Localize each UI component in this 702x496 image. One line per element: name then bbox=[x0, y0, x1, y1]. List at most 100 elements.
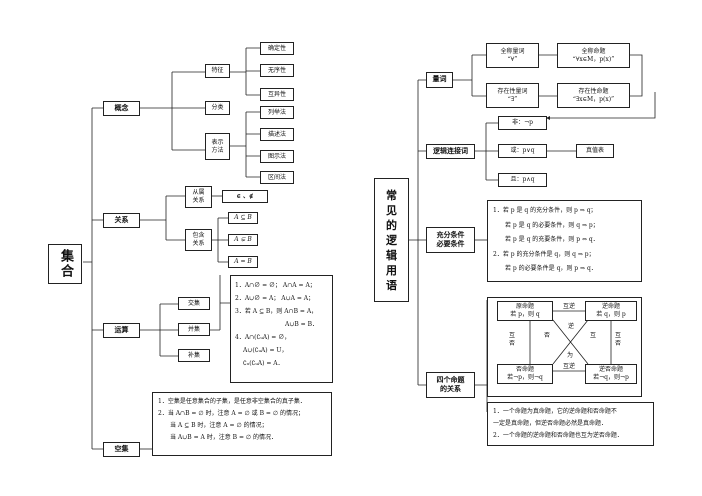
root-set: 集合 bbox=[48, 244, 82, 284]
four-props-label: 四个命题的关系 bbox=[436, 375, 465, 393]
label-contra-4: 为 bbox=[566, 352, 573, 359]
universal-quantifier-symbol: “∀” bbox=[507, 55, 518, 63]
converse-proposition: 逆命题 若 q，则 p bbox=[585, 301, 637, 321]
quantifier-label: 量词 bbox=[432, 75, 447, 84]
converse-name: 逆命题 bbox=[601, 303, 620, 311]
op-union-label: 并集 bbox=[187, 325, 200, 333]
belong-symbols: ∈ 、∉ bbox=[222, 190, 268, 203]
features-node: 特征 bbox=[205, 64, 230, 78]
operation-label: 运算 bbox=[114, 325, 129, 334]
feature-determinacy-label: 确定性 bbox=[267, 44, 286, 52]
label-mutual-inverse-bottom: 互逆 bbox=[562, 363, 575, 370]
condition-note-5: 若 p 的必要条件是 q，则 p ⇒ q． bbox=[505, 265, 597, 272]
connective-not-label: 非：¬p bbox=[512, 119, 533, 127]
operation-node: 运算 bbox=[103, 323, 140, 338]
rule-4: 4．A∩(∁ᵤA) = ∅， bbox=[235, 334, 291, 341]
root-logic-char-6: 用 bbox=[386, 263, 397, 277]
op-union: 并集 bbox=[178, 323, 210, 336]
root-logic: 常 见 的 逻 辑 用 语 bbox=[374, 178, 409, 302]
empty-node: 空集 bbox=[103, 442, 140, 457]
original-form: 若 p，则 q bbox=[510, 311, 540, 318]
inverse-form: 若¬p，则¬q bbox=[507, 374, 543, 381]
universal-proposition-name: 全称命题 bbox=[581, 47, 606, 55]
empty-label: 空集 bbox=[114, 444, 129, 453]
contrapositive-proposition: 逆否命题 若¬q，则¬p bbox=[585, 364, 637, 384]
belong-node: 从属关系 bbox=[185, 186, 212, 208]
root-logic-char-4: 逻 bbox=[386, 233, 397, 247]
represent-diagram-label: 图示法 bbox=[267, 152, 286, 160]
four-props-frame bbox=[487, 297, 642, 397]
quantifier-node: 量词 bbox=[426, 72, 453, 88]
root-set-label: 集合 bbox=[58, 249, 73, 279]
inverse-name: 否命题 bbox=[515, 366, 534, 374]
four-props-notes: 1．一个命题为真命题，它的逆命题和否命题不 一定是真命题，但逆否命题必然是真命题… bbox=[487, 402, 654, 446]
represent-node: 表示方法 bbox=[205, 133, 230, 160]
label-contra-3: 互 bbox=[589, 332, 596, 339]
inverse-proposition: 否命题 若¬p，则¬q bbox=[497, 364, 553, 384]
rule-2: 2．A∪∅ = A； A∪A = A； bbox=[235, 295, 315, 302]
equal-box: A = B bbox=[228, 256, 258, 268]
represent-interval-label: 区间法 bbox=[267, 173, 286, 181]
existential-proposition: 存在性命题 “∃x∈M，p(x)” bbox=[557, 83, 630, 108]
label-contra-2: 否 bbox=[543, 332, 550, 339]
universal-quantifier: 全称量词 “∀” bbox=[486, 43, 539, 68]
classify-label: 分类 bbox=[211, 104, 224, 112]
represent-interval: 区间法 bbox=[260, 171, 294, 184]
rule-3: 3．若 A ⊆ B，则 A∩B = A， bbox=[235, 308, 318, 315]
empty-note-2: 2．当 A∩B = ∅ 时，注意 A = ∅ 或 B = ∅ 的情况； bbox=[158, 410, 304, 417]
contrapositive-form: 若¬q，则¬p bbox=[593, 374, 629, 381]
existential-quantifier-name: 存在性量词 bbox=[497, 87, 528, 95]
concept-node: 概念 bbox=[103, 101, 140, 116]
op-complement: 补集 bbox=[178, 349, 210, 362]
root-logic-char-7: 语 bbox=[386, 278, 397, 292]
op-complement-label: 补集 bbox=[187, 351, 200, 359]
op-intersection: 交集 bbox=[178, 297, 210, 310]
connective-not: 非：¬p bbox=[498, 116, 547, 130]
relation-label: 关系 bbox=[114, 215, 129, 224]
concept-label: 概念 bbox=[114, 103, 129, 112]
include-label: 包含关系 bbox=[192, 232, 205, 247]
rule-1: 1．A∩∅ = ∅； A∩A = A； bbox=[235, 282, 316, 289]
empty-note-3: 当 A ⊆ B 时，注意 A = ∅ 的情况； bbox=[170, 422, 268, 429]
condition-note-1: 1．若 p 是 q 的充分条件，则 p ⇒ q； bbox=[493, 207, 597, 214]
label-mutual-inverse-top: 互逆 bbox=[562, 303, 575, 310]
subset-box: A ⊆ B bbox=[228, 212, 258, 224]
existential-proposition-form: “∃x∈M，p(x)” bbox=[572, 95, 615, 103]
belong-label: 从属关系 bbox=[192, 189, 205, 204]
rule-4b: A∪(∁ᵤA) = U， bbox=[243, 347, 288, 354]
feature-distinct-label: 互异性 bbox=[267, 90, 286, 98]
condition-notes: 1．若 p 是 q 的充分条件，则 p ⇒ q； 若 p 是 q 的必要条件，则… bbox=[487, 200, 642, 282]
rule-3b: A∪B = B． bbox=[285, 321, 319, 328]
op-intersection-label: 交集 bbox=[187, 299, 200, 307]
equal-label: A = B bbox=[234, 258, 252, 266]
contrapositive-name: 逆否命题 bbox=[598, 366, 623, 374]
four-note-2: 一定是真命题，但逆否命题必然是真命题． bbox=[493, 420, 608, 427]
features-label: 特征 bbox=[211, 67, 224, 75]
represent-description: 描述法 bbox=[260, 128, 294, 141]
condition-note-2: 若 p 是 q 的必要条件，则 q ⇒ p； bbox=[505, 221, 599, 229]
proper-subset-label: A ⊊ B bbox=[234, 236, 252, 244]
universal-proposition-form: “∀x∈M，p(x)” bbox=[572, 55, 615, 63]
existential-proposition-name: 存在性命题 bbox=[578, 87, 609, 95]
four-note-3: 2．一个命题的逆命题和否命题也互为逆否命题． bbox=[493, 432, 623, 439]
represent-description-label: 描述法 bbox=[267, 130, 286, 138]
rule-4c: ∁ᵤ(∁ᵤA) = A． bbox=[243, 360, 284, 367]
universal-proposition: 全称命题 “∀x∈M，p(x)” bbox=[557, 43, 630, 68]
existential-quantifier: 存在性量词 “∃” bbox=[486, 83, 539, 108]
include-node: 包含关系 bbox=[185, 229, 212, 251]
condition-node: 充分条件必要条件 bbox=[426, 227, 475, 253]
condition-note-3: 若 p 是 q 的充要条件，则 p ⇔ q． bbox=[505, 236, 599, 243]
relation-node: 关系 bbox=[103, 213, 140, 228]
label-contra-1: 逆 bbox=[567, 323, 574, 330]
empty-note-4: 当 A∪B = A 时，注意 B = ∅ 的情况． bbox=[170, 434, 278, 441]
empty-note-1: 1．空集是任意集合的子集，是任意非空集合的真子集． bbox=[158, 398, 306, 405]
original-proposition: 原命题 若 p，则 q bbox=[497, 301, 553, 321]
represent-enumeration: 列举法 bbox=[260, 106, 294, 119]
root-logic-char-1: 常 bbox=[386, 188, 397, 202]
original-name: 原命题 bbox=[515, 303, 534, 311]
root-logic-char-5: 辑 bbox=[386, 248, 397, 262]
feature-determinacy: 确定性 bbox=[260, 42, 294, 55]
connective-label: 逻辑连接词 bbox=[433, 146, 468, 155]
subset-label: A ⊆ B bbox=[234, 214, 252, 222]
truth-table: 真值表 bbox=[576, 144, 614, 158]
